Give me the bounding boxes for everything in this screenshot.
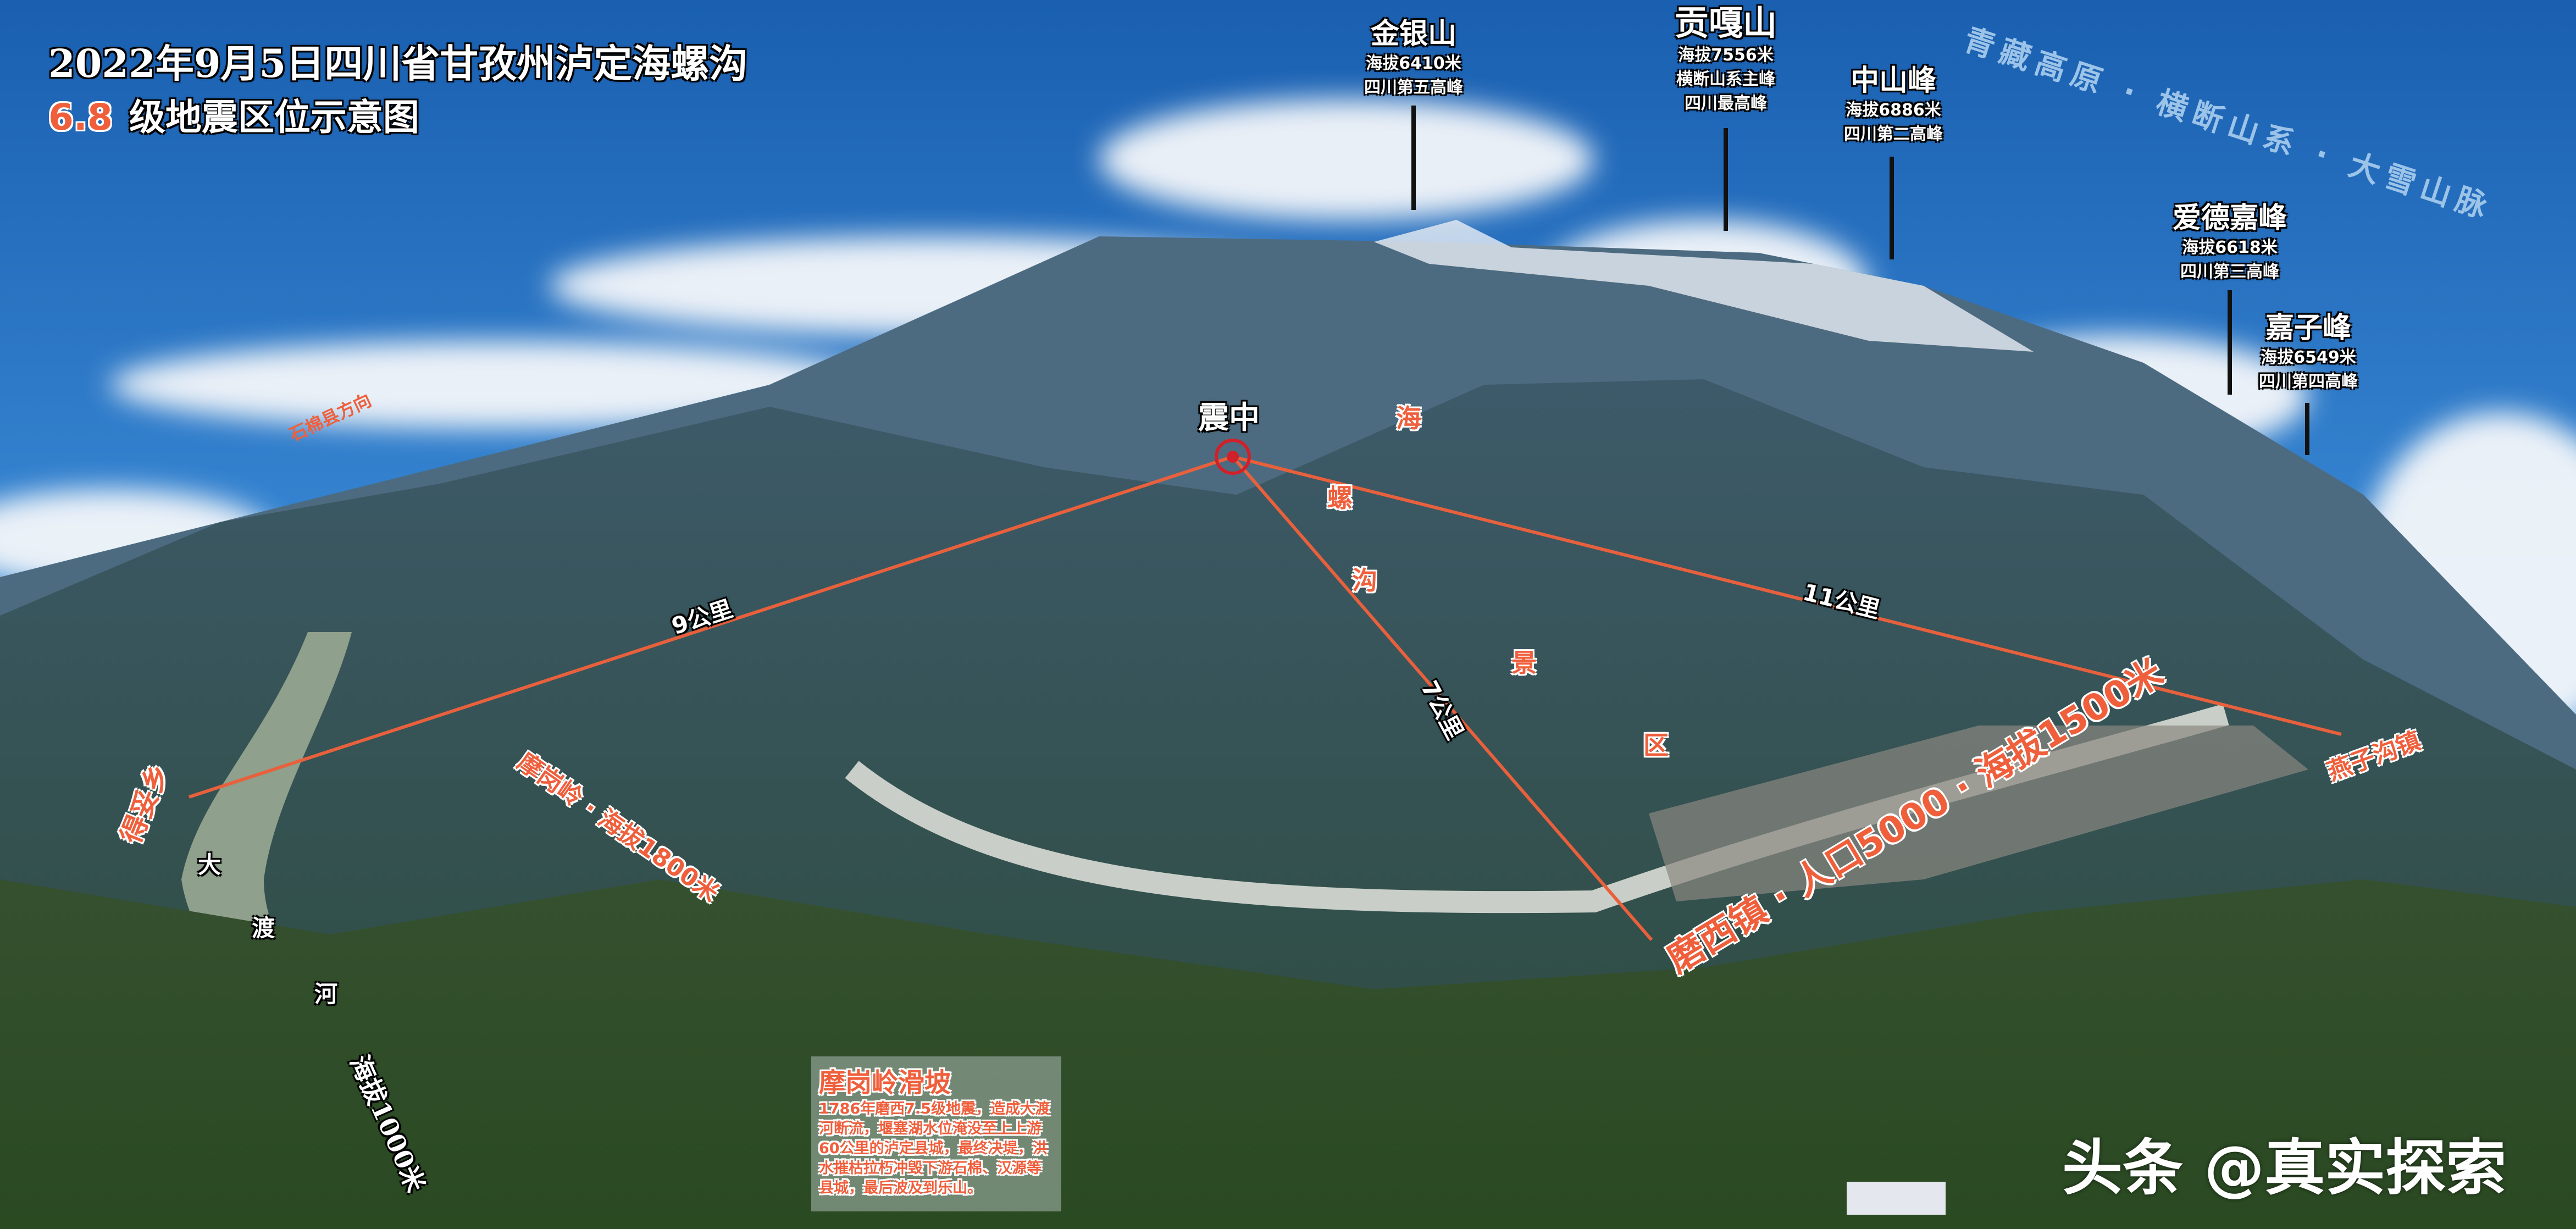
river-char: 大 xyxy=(198,851,221,878)
peak-elevation: 海拔6549米 xyxy=(2261,348,2356,367)
peak-rank: 四川第五高峰 xyxy=(1364,78,1463,97)
watermark: 头条 @真实探索 xyxy=(2062,1133,2507,1203)
epicenter-label: 震中 xyxy=(1198,400,1260,436)
peak-aidejiafeng: 爱德嘉峰 海拔6618米 四川第三高峰 xyxy=(2173,201,2287,284)
distance-line-east xyxy=(1232,455,2342,736)
scenic-char: 区 xyxy=(1643,730,1669,760)
peak-elevation: 海拔6886米 xyxy=(1846,101,1941,120)
peak-name: 中山峰 xyxy=(1850,64,1936,97)
scenic-char: 景 xyxy=(1511,648,1537,678)
peak-pointer-line xyxy=(2228,290,2232,395)
scenic-char: 沟 xyxy=(1352,566,1377,595)
landslide-description: 1786年磨西7.5级地震，造成大渡河断流，堰塞湖水位淹没至上上游60公里的泸定… xyxy=(819,1100,1050,1197)
peak-elevation: 海拔7556米 xyxy=(1678,46,1774,65)
epicenter-marker-icon xyxy=(1215,439,1251,475)
magnitude-value: 6.8 xyxy=(48,96,113,139)
map-title: 2022年9月5日四川省甘孜州泸定海螺沟 xyxy=(48,41,748,86)
peak-pointer-line xyxy=(2305,403,2309,455)
map-subtitle: 6.8 级地震区位示意图 xyxy=(48,88,419,141)
subtitle-text: 级地震区位示意图 xyxy=(129,96,419,139)
scenic-char: 海 xyxy=(1396,403,1421,433)
peak-rank: 四川第四高峰 xyxy=(2259,372,2358,391)
peak-rank: 四川最高峰 xyxy=(1684,94,1767,113)
distance-line-south xyxy=(1231,456,1653,941)
peak-pointer-line xyxy=(1724,128,1728,231)
peak-name: 金银山 xyxy=(1370,18,1456,51)
peak-jinyinshan: 金银山 海拔6410米 四川第五高峰 xyxy=(1364,16,1463,100)
landslide-title: 摩岗岭滑坡 xyxy=(819,1067,951,1098)
epicenter-dot-icon xyxy=(1227,451,1239,463)
peak-rank: 四川第三高峰 xyxy=(2180,262,2279,281)
peak-rank: 四川第二高峰 xyxy=(1844,125,1943,144)
peak-note: 横断山系主峰 xyxy=(1676,70,1775,89)
scenic-char: 螺 xyxy=(1327,483,1353,513)
peak-elevation: 海拔6410米 xyxy=(1366,54,1461,73)
distance-line-west xyxy=(189,455,1233,799)
peak-name: 爱德嘉峰 xyxy=(2172,202,2287,235)
peak-pointer-line xyxy=(1411,106,1416,210)
peak-pointer-line xyxy=(1890,157,1894,259)
peak-zhongshanfeng: 中山峰 海拔6886米 四川第二高峰 xyxy=(1844,63,1943,147)
peak-jiazifeng: 嘉子峰 海拔6549米 四川第四高峰 xyxy=(2259,311,2358,394)
river-char: 河 xyxy=(314,981,338,1007)
peak-elevation: 海拔6618米 xyxy=(2182,238,2278,257)
peak-name: 贡嘎山 xyxy=(1674,3,1777,43)
peak-name: 嘉子峰 xyxy=(2265,312,2351,345)
peak-gonggashan: 贡嘎山 海拔7556米 横断山系主峰 四川最高峰 xyxy=(1675,3,1777,116)
landslide-info-box: 摩岗岭滑坡 1786年磨西7.5级地震，造成大渡河断流，堰塞湖水位淹没至上上游6… xyxy=(811,1056,1061,1211)
river-char: 渡 xyxy=(252,915,275,942)
